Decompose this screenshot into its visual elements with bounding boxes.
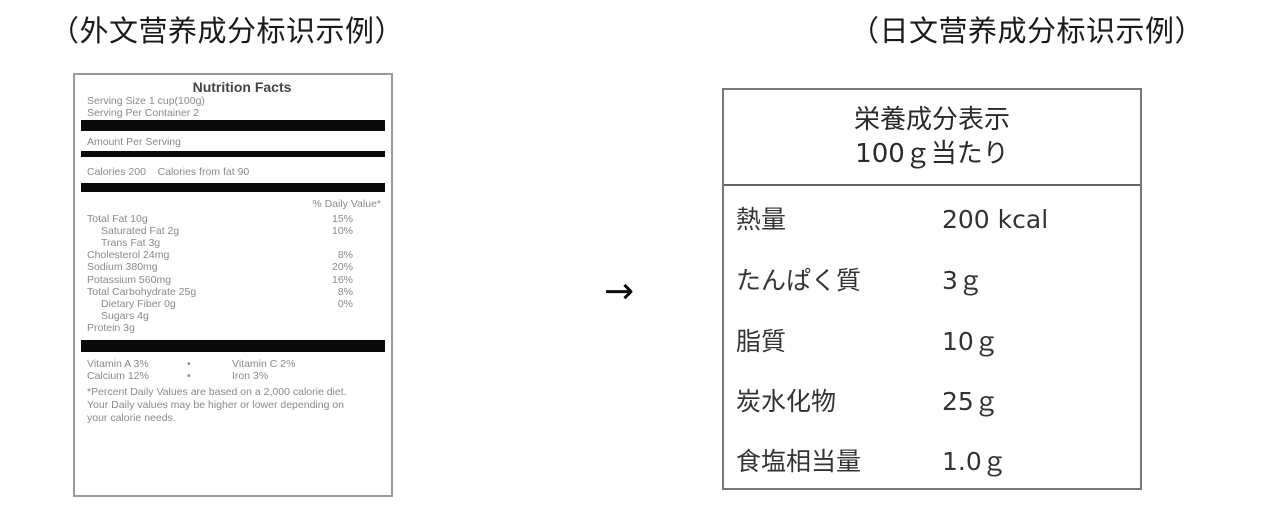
footnote-daily-values: *Percent Daily Values are based on a 2,0…	[87, 386, 347, 399]
nutrient-value: 1.0ｇ	[942, 447, 1007, 476]
nutrient-name: Trans Fat 3g	[101, 237, 161, 250]
nutrient-row: Saturated Fat 2g 10%	[87, 225, 385, 237]
nutrient-name: 炭水化物	[736, 387, 837, 416]
nutrient-value: 10ｇ	[942, 327, 999, 356]
nutrient-row: Total Fat 10g 15%	[87, 213, 385, 225]
footnote-calorie-needs: Your Daily values may be higher or lower…	[87, 399, 345, 424]
nutrient-name: たんぱく質	[736, 266, 862, 295]
nutrient-name: Saturated Fat 2g	[101, 224, 180, 237]
vitamin-left: Calcium 12%	[87, 370, 149, 383]
divider-bar	[81, 119, 385, 131]
foreign-nutrition-label: Nutrition Facts Serving Size 1 cup(100g)…	[73, 73, 393, 497]
vitamin-list: Vitamin A 3% • Vitamin C 2% Calcium 12% • Ir…	[87, 358, 385, 383]
nutrient-value: 25ｇ	[942, 387, 999, 416]
nutrient-name: 脂質	[736, 327, 787, 356]
nutrient-row: Trans Fat 3g	[87, 237, 385, 249]
calories-from-fat: Calories from fat 90	[157, 166, 250, 179]
calories-line: Calories 200 Calories from fat 90	[87, 166, 385, 178]
vitamin-row: Vitamin A 3% • Vitamin C 2%	[87, 358, 385, 370]
right-arrow-icon: →	[604, 271, 635, 312]
nutrient-row: Protein 3g	[87, 322, 385, 334]
nutrient-pct: 15%	[331, 212, 353, 225]
vitamin-right: Iron 3%	[232, 370, 269, 383]
vitamin-right: Vitamin C 2%	[232, 357, 296, 370]
nutrient-name: Potassium 560mg	[87, 273, 172, 286]
calories: Calories 200	[87, 166, 146, 179]
nutrient-row: 食塩相当量 1.0ｇ	[736, 445, 1007, 479]
nutrient-row: Dietary Fiber 0g 0%	[87, 298, 385, 310]
nutrient-row: 炭水化物 25ｇ	[736, 385, 999, 419]
vitamin-separator: •	[187, 357, 191, 370]
japanese-label-header: 栄養成分表示 100ｇ当たり	[724, 90, 1140, 186]
nutrient-row: 熱量 200 kcal	[736, 203, 1048, 237]
nutrient-pct	[313, 310, 385, 322]
nutrient-pct: 0%	[337, 298, 353, 311]
vitamin-left: Vitamin A 3%	[87, 357, 149, 370]
nutrient-pct	[313, 322, 385, 334]
japanese-label-caption: （日文营养成分标识示例）	[850, 14, 1205, 48]
nutrient-pct: 20%	[331, 261, 353, 274]
nutrient-pct	[313, 237, 385, 249]
nutrient-name: 食塩相当量	[736, 447, 862, 476]
nutrient-value: 200 kcal	[942, 205, 1049, 234]
divider-bar	[81, 339, 385, 352]
nutrient-row: Sugars 4g	[87, 310, 385, 322]
vitamin-row: Calcium 12% • Iron 3%	[87, 370, 385, 382]
nutrient-pct: 8%	[337, 285, 353, 298]
nutrient-row: Potassium 560mg 16%	[87, 274, 385, 286]
nutrient-name: Cholesterol 24mg	[87, 249, 170, 262]
foreign-label-caption: （外文营养成分标识示例）	[50, 14, 405, 48]
nutrient-row: Total Carbohydrate 25g 8%	[87, 286, 385, 298]
nutrient-name: Sodium 380mg	[87, 261, 158, 274]
vitamin-separator: •	[187, 370, 191, 383]
nutrition-facts-title: Nutrition Facts	[192, 79, 292, 95]
divider-bar	[81, 151, 385, 158]
nutrient-pct: 16%	[331, 273, 353, 286]
nutrient-value: 3ｇ	[942, 266, 983, 295]
serving-size: Serving Size 1 cup(100g)	[87, 95, 205, 107]
nutrient-row: たんぱく質 3ｇ	[736, 264, 983, 298]
nutrient-pct: 8%	[337, 249, 353, 262]
nutrient-name: 熱量	[736, 205, 787, 234]
japanese-label-title: 栄養成分表示	[853, 105, 1010, 135]
nutrient-name: Protein 3g	[87, 322, 135, 335]
divider-bar	[81, 182, 385, 192]
nutrient-row: Cholesterol 24mg 8%	[87, 249, 385, 261]
nutrient-row: 脂質 10ｇ	[736, 325, 999, 359]
servings-per-container: Serving Per Container 2	[87, 107, 200, 120]
nutrient-name: Total Carbohydrate 25g	[87, 285, 197, 298]
japanese-label-basis: 100ｇ当たり	[855, 139, 1009, 169]
daily-value-header: % Daily Value*	[312, 197, 381, 210]
nutrient-row: Sodium 380mg 20%	[87, 261, 385, 273]
amount-per-serving: Amount Per Serving	[87, 135, 181, 148]
nutrient-name: Total Fat 10g	[87, 212, 148, 225]
nutrient-name: Sugars 4g	[101, 310, 149, 323]
nutrient-pct: 10%	[331, 224, 353, 237]
nutrient-list: Total Fat 10g 15% Saturated Fat 2g 10% Tra…	[87, 213, 385, 335]
nutrient-name: Dietary Fiber 0g	[101, 298, 176, 311]
